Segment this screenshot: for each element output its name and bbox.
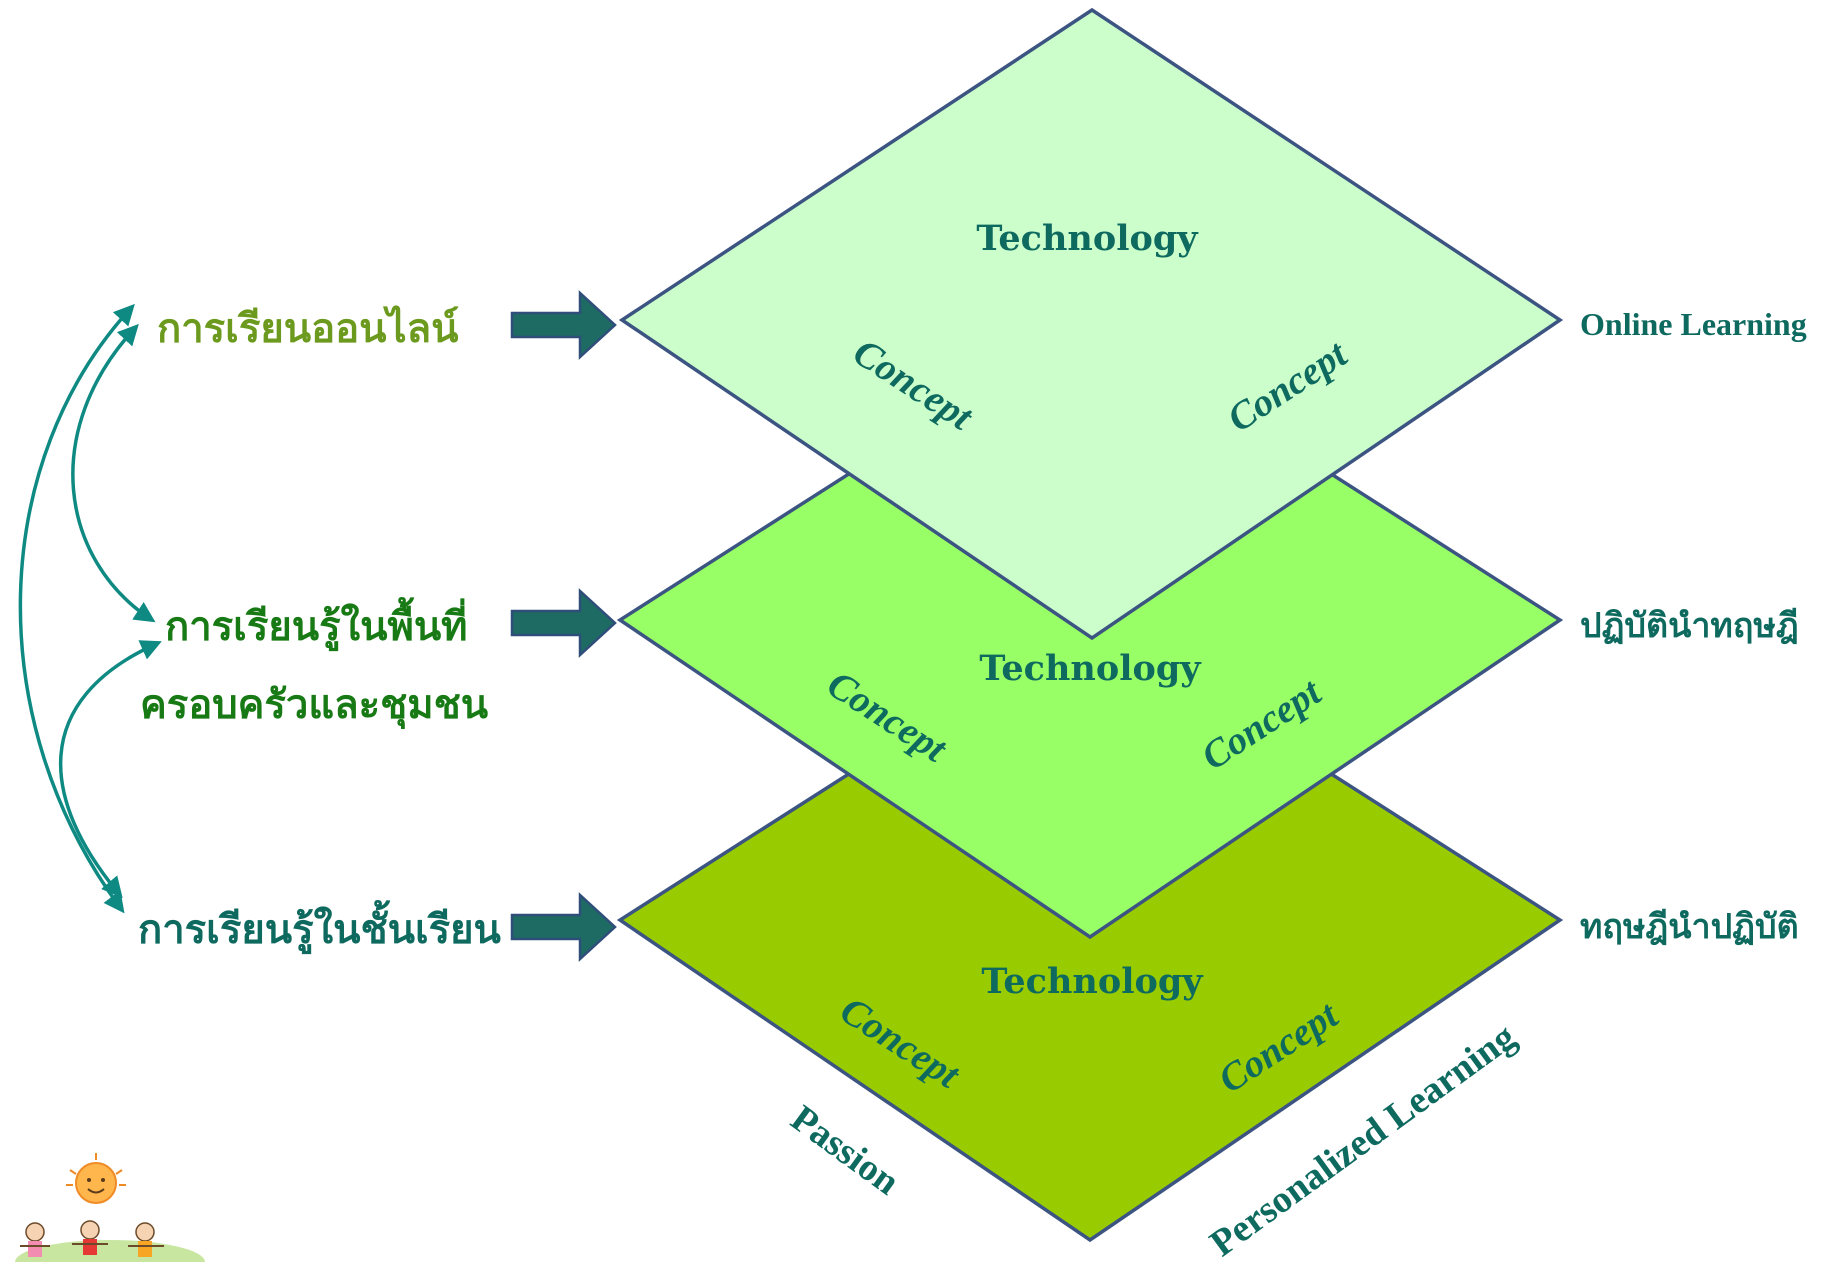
kids-sun-logo-icon xyxy=(15,1153,205,1262)
passion-label: Passion xyxy=(783,1097,907,1203)
diamond-online xyxy=(618,7,1564,641)
curve-arrow-online-classroom xyxy=(18,303,135,914)
right-label-online: Online Learning xyxy=(1580,306,1807,342)
arrow-community-icon xyxy=(510,588,617,658)
technology-label-community: Technology xyxy=(979,648,1202,689)
right-label-community: ปฏิบัตินำทฤษฎี xyxy=(1580,606,1799,646)
kid-middle-icon xyxy=(72,1220,108,1255)
left-label-classroom: การเรียนรู้ในชั้นเรียน xyxy=(138,900,501,954)
arrow-online-icon xyxy=(510,290,617,360)
curve-arrow-online-community xyxy=(71,323,156,623)
layer-online: Technology Concept Concept xyxy=(618,7,1564,641)
technology-label-online: Technology xyxy=(976,218,1199,259)
left-label-community-line2: ครอบครัวและชุมชน xyxy=(140,682,488,730)
technology-label-classroom: Technology xyxy=(981,961,1204,1002)
kid-left-icon xyxy=(20,1222,50,1257)
curve-arrow-community-classroom xyxy=(58,640,162,899)
left-label-community-line1: การเรียนรู้ในพื้นที่ xyxy=(165,597,468,651)
right-label-classroom: ทฤษฎีนำปฏิบัติ xyxy=(1580,907,1799,947)
arrow-classroom-icon xyxy=(510,892,617,962)
left-label-online: การเรียนออนไลน์ xyxy=(157,305,459,352)
sun-icon xyxy=(66,1153,126,1204)
kid-right-icon xyxy=(128,1222,164,1257)
